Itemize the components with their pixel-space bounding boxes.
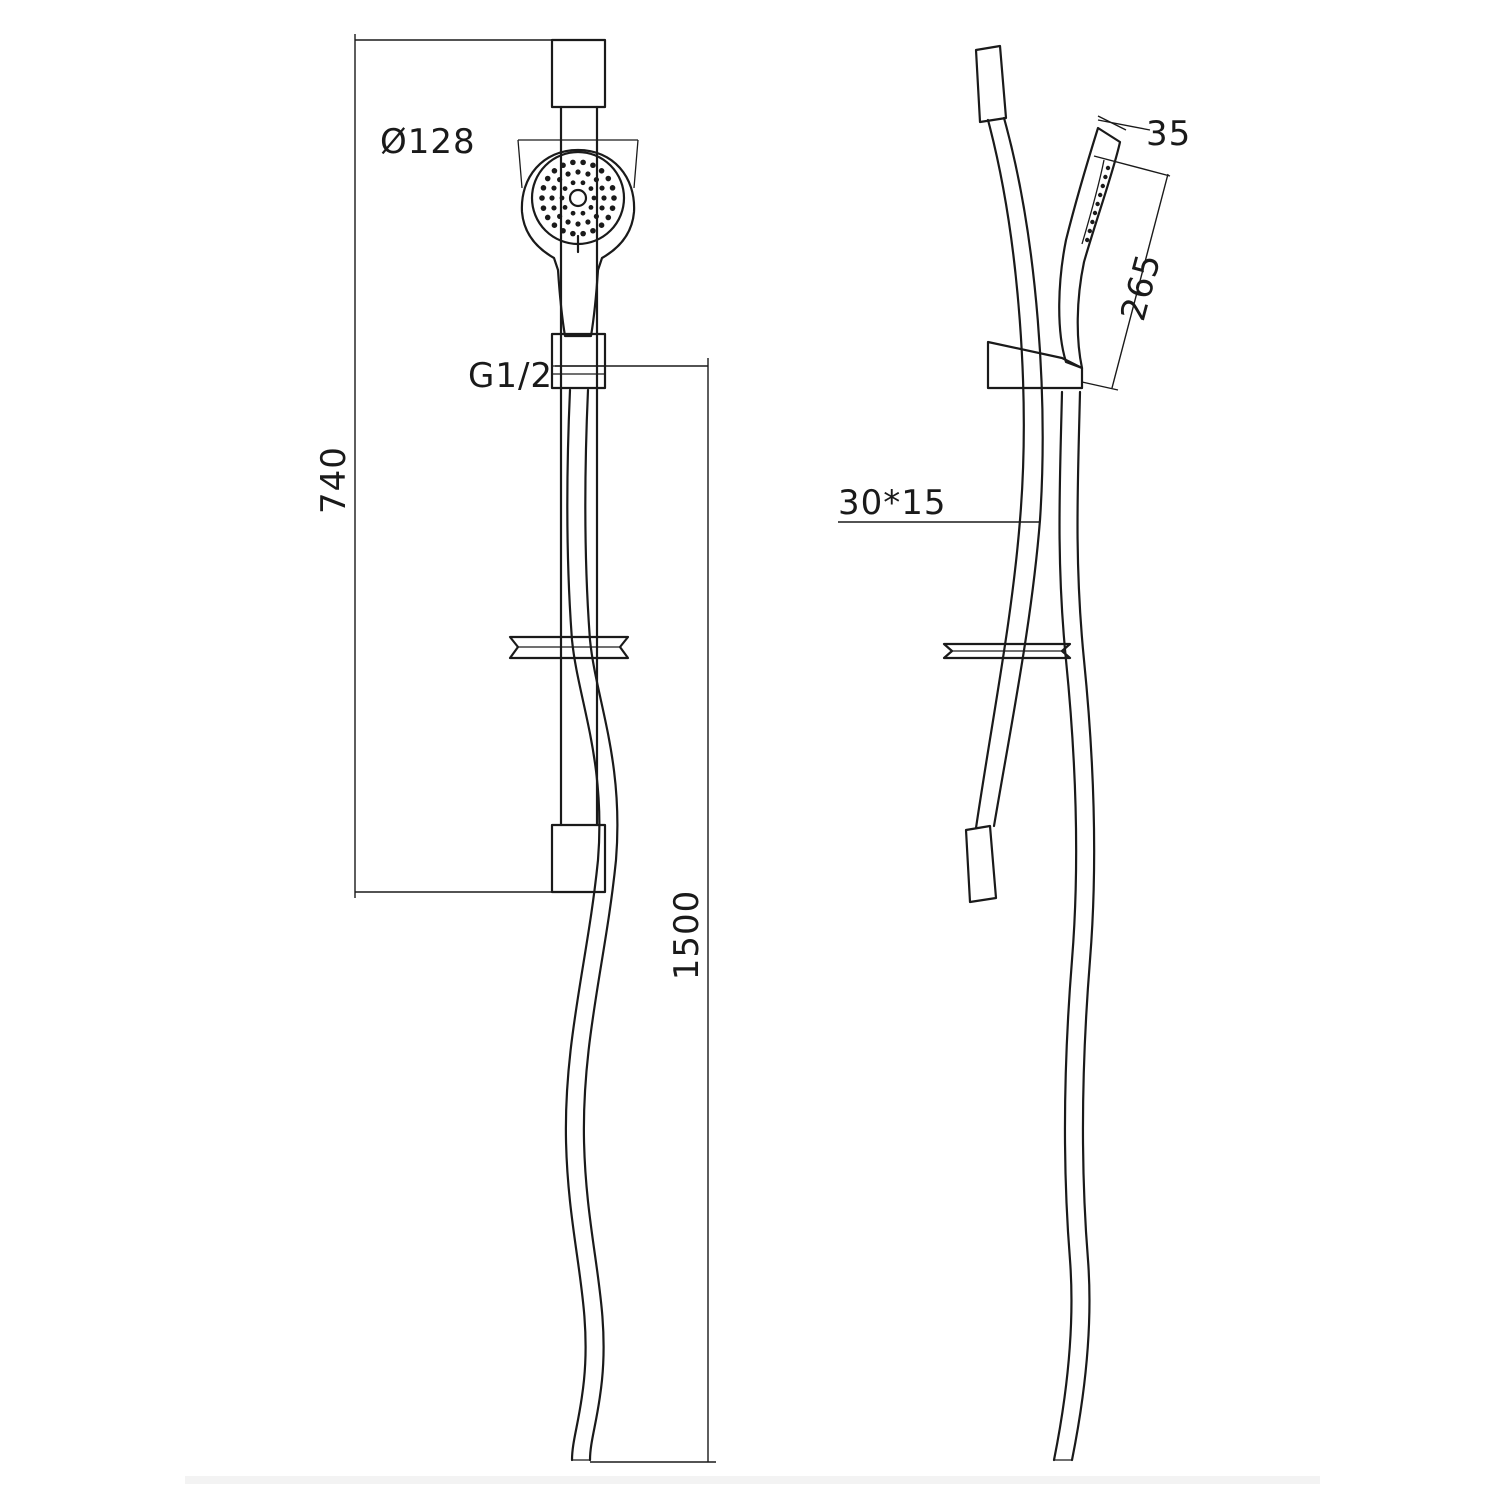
spray-nozzle bbox=[551, 167, 558, 174]
spray-nozzle bbox=[540, 205, 547, 211]
spray-nozzle bbox=[544, 214, 551, 221]
spray-nozzle bbox=[580, 159, 586, 166]
dimension-head-diameter: Ø128 bbox=[380, 122, 476, 162]
side-spray-nozzle bbox=[1098, 192, 1103, 198]
spray-nozzle bbox=[585, 171, 591, 177]
side-top-bracket bbox=[974, 44, 1008, 124]
spray-nozzle bbox=[593, 213, 599, 219]
side-spray-nozzle bbox=[1103, 174, 1108, 180]
side-spray-nozzle bbox=[1085, 237, 1090, 243]
spray-nozzle bbox=[575, 169, 581, 175]
spray-nozzle bbox=[605, 175, 612, 182]
spray-nozzle bbox=[580, 210, 586, 216]
spray-nozzle bbox=[560, 227, 566, 234]
spray-nozzle bbox=[611, 195, 617, 201]
front-view bbox=[508, 38, 639, 1462]
spray-nozzle bbox=[609, 185, 616, 191]
spray-nozzle bbox=[570, 230, 576, 237]
side-handset bbox=[1058, 126, 1122, 370]
side-spray-nozzle bbox=[1092, 210, 1098, 216]
side-view bbox=[942, 44, 1122, 1462]
bottom-rule bbox=[185, 1476, 1320, 1484]
spray-nozzle bbox=[575, 221, 581, 227]
spray-nozzle bbox=[570, 159, 576, 166]
spray-nozzle bbox=[549, 195, 555, 201]
spray-nozzle bbox=[565, 219, 571, 225]
spray-nozzle bbox=[580, 230, 586, 237]
spray-nozzle bbox=[559, 195, 565, 201]
dimension-handset-length: 265 bbox=[1113, 249, 1169, 325]
spray-nozzle bbox=[570, 210, 576, 216]
front-hose bbox=[564, 388, 619, 1462]
dimension-rail-section: 30*15 bbox=[838, 483, 947, 523]
spray-nozzle bbox=[599, 185, 605, 191]
spray-nozzle bbox=[570, 180, 576, 186]
spray-nozzle bbox=[599, 205, 605, 211]
dimension-thread: G1/2 bbox=[468, 356, 553, 396]
spray-nozzle bbox=[565, 171, 571, 177]
dimension-hose-length: 1500 bbox=[667, 890, 707, 981]
spray-nozzle bbox=[601, 195, 607, 201]
side-slider-holder bbox=[986, 340, 1084, 390]
front-soap-dish bbox=[508, 635, 630, 660]
side-hose bbox=[1052, 390, 1096, 1462]
side-spray-nozzles bbox=[1085, 165, 1111, 243]
spray-nozzle bbox=[562, 186, 568, 191]
front-bottom-bracket bbox=[550, 823, 607, 894]
side-slide-rail bbox=[974, 116, 1044, 830]
spray-nozzle bbox=[588, 205, 594, 210]
spray-nozzle bbox=[551, 222, 558, 229]
dimension-rail-length: 740 bbox=[314, 446, 354, 514]
front-slide-rail bbox=[559, 105, 599, 827]
front-shower-head bbox=[517, 139, 639, 338]
spray-nozzle bbox=[585, 219, 591, 225]
spray-nozzle bbox=[590, 162, 596, 169]
spray-nozzle bbox=[544, 175, 551, 182]
spray-nozzle bbox=[598, 222, 605, 229]
front-dimensions: 740 Ø128 G1/2 1500 bbox=[314, 34, 716, 1463]
spray-nozzle bbox=[588, 186, 594, 191]
spray-nozzle bbox=[551, 205, 557, 211]
side-dimensions: 30*15 35 265 bbox=[838, 114, 1191, 523]
spray-nozzle bbox=[560, 162, 566, 169]
spray-nozzle bbox=[590, 227, 596, 234]
spray-nozzle bbox=[540, 185, 547, 191]
spray-nozzle bbox=[605, 214, 612, 221]
front-top-bracket bbox=[550, 38, 607, 109]
spray-nozzle bbox=[539, 195, 545, 201]
spray-nozzle bbox=[598, 167, 605, 174]
side-soap-dish bbox=[942, 642, 1072, 660]
spray-nozzle bbox=[609, 205, 616, 211]
side-bottom-bracket bbox=[964, 824, 998, 904]
dimension-head-thickness: 35 bbox=[1146, 114, 1191, 154]
spray-nozzle bbox=[593, 177, 599, 183]
side-spray-nozzle bbox=[1095, 201, 1100, 207]
spray-nozzle bbox=[557, 177, 563, 183]
side-spray-nozzle bbox=[1100, 183, 1106, 189]
side-spray-nozzle bbox=[1090, 219, 1095, 225]
spray-nozzle bbox=[580, 180, 586, 186]
side-spray-nozzle bbox=[1087, 228, 1093, 234]
side-spray-nozzle bbox=[1105, 165, 1111, 171]
spray-nozzles bbox=[539, 159, 617, 237]
spray-nozzle bbox=[551, 185, 557, 191]
spray-nozzle bbox=[591, 195, 597, 201]
spray-nozzle bbox=[557, 213, 563, 219]
spray-nozzle bbox=[562, 205, 568, 210]
